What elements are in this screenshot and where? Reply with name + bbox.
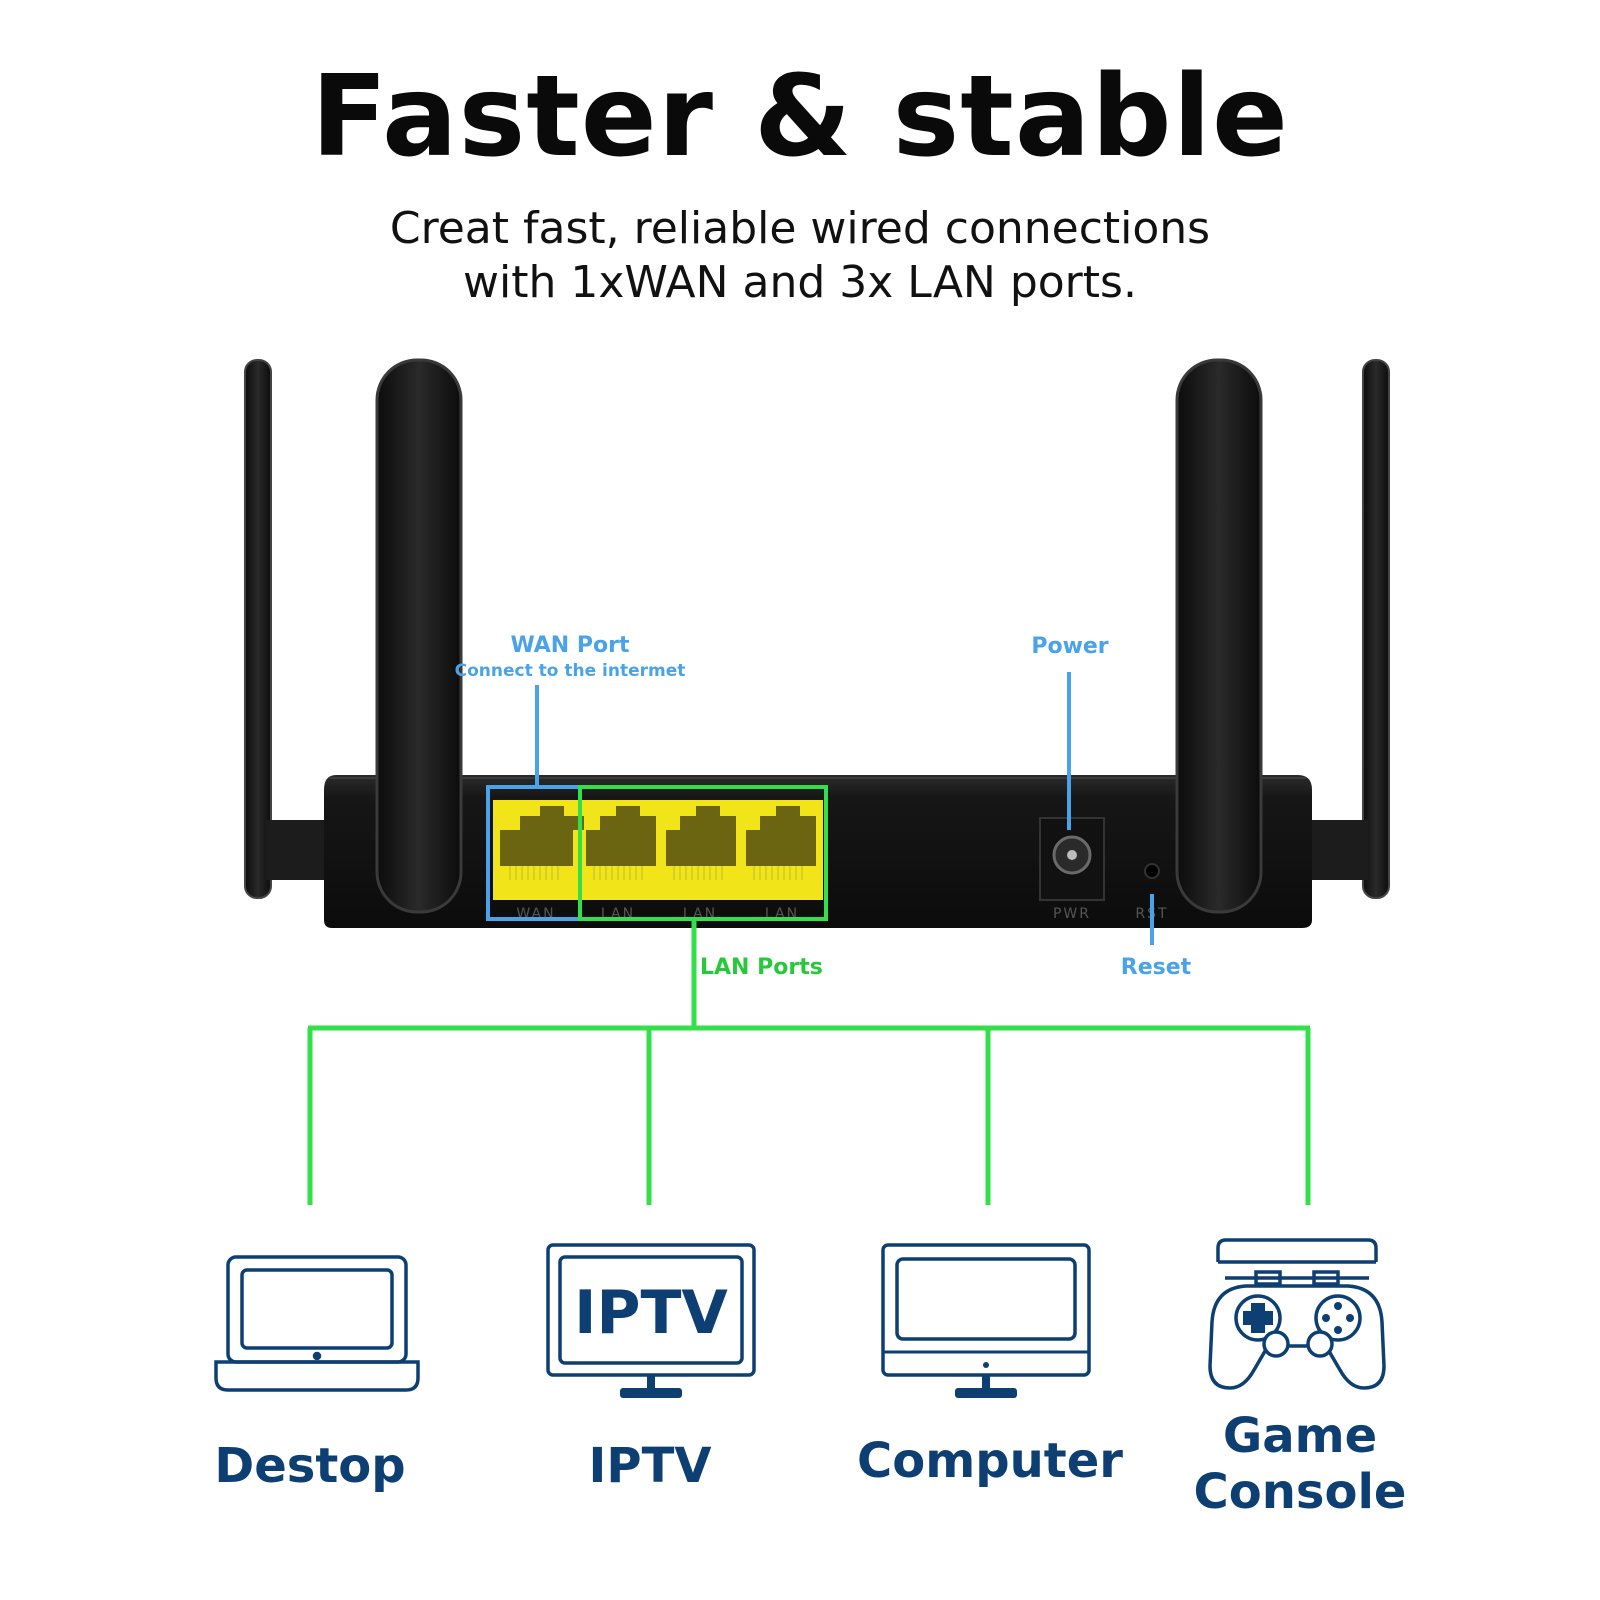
lan-callout-label: LAN Ports	[700, 955, 823, 980]
device-label-desktop: Destop	[214, 1438, 406, 1494]
wan-callout-title: WAN Port	[510, 633, 630, 658]
wan-callout: WAN Port Connect to the intermet	[440, 632, 700, 682]
tv-icon: IPTV	[546, 1243, 756, 1398]
antenna-outer-right	[1308, 359, 1390, 899]
laptop-icon	[214, 1255, 420, 1392]
power-jack-label: PWR	[1053, 906, 1091, 922]
device-label-game-console: Game Console	[1175, 1408, 1425, 1520]
page-subtitle: Creat fast, reliable wired connections w…	[0, 202, 1600, 310]
tv-screen-text: IPTV	[574, 1278, 728, 1348]
ethernet-ports: WAN LAN LAN LAN	[493, 800, 823, 922]
power-jack: PWR	[1039, 817, 1105, 922]
lan-connection-tree	[307, 919, 1311, 1205]
subtitle-line-2: with 1xWAN and 3x LAN ports.	[463, 257, 1137, 308]
device-label-console: Console	[1193, 1464, 1407, 1520]
page-title: Faster & stable	[311, 52, 1289, 182]
subtitle-line-1: Creat fast, reliable wired connections	[389, 203, 1211, 254]
wan-callout-subtitle: Connect to the intermet	[454, 661, 686, 681]
gamepad-icon	[1208, 1238, 1386, 1390]
device-label-computer: Computer	[857, 1433, 1123, 1489]
device-label-game: Game	[1222, 1408, 1378, 1464]
monitor-icon	[881, 1243, 1091, 1398]
power-callout-label: Power	[1031, 634, 1109, 659]
antenna-outer-left	[244, 359, 326, 899]
device-label-iptv: IPTV	[588, 1438, 712, 1494]
reset-callout-label: Reset	[1120, 955, 1192, 980]
antenna-inner-left	[375, 358, 463, 914]
lan-highlight-box	[578, 785, 828, 921]
antenna-inner-right	[1175, 358, 1263, 914]
